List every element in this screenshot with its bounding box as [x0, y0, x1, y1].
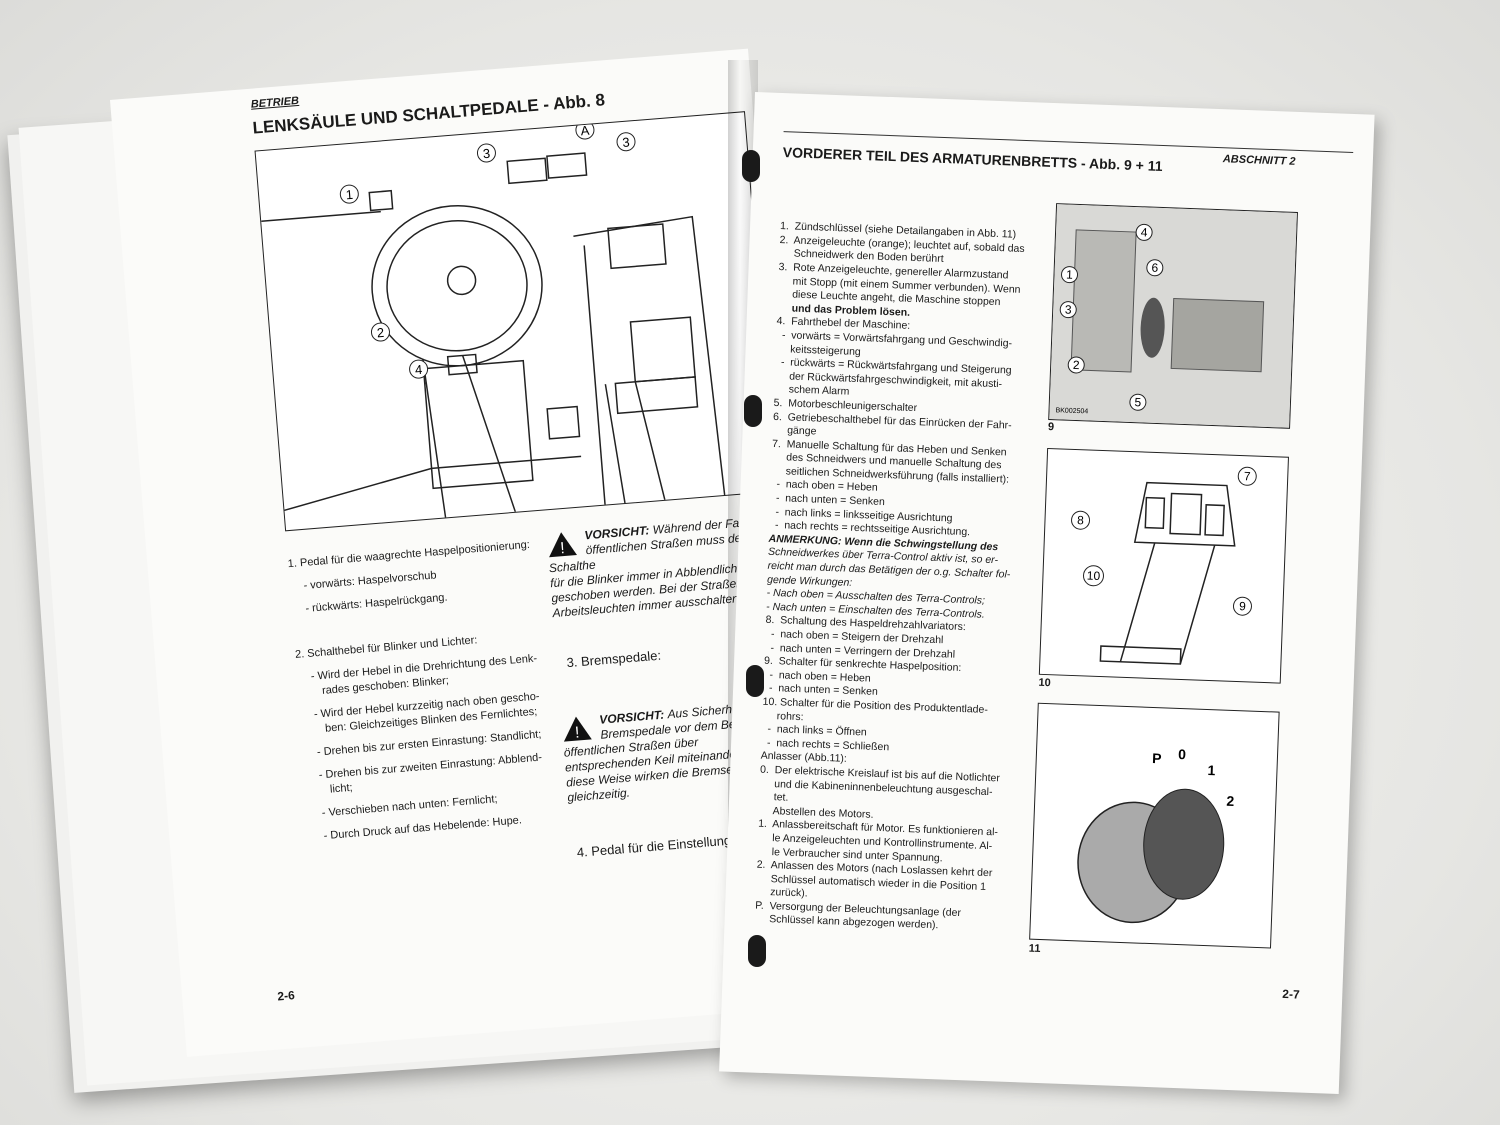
svg-text:6: 6 — [1151, 261, 1159, 275]
binder-hole — [742, 150, 760, 182]
callout-4: 4 — [414, 362, 422, 378]
svg-text:7: 7 — [1244, 469, 1252, 483]
left-page: BETRIEB LENKSÄULE UND SCHALTPEDALE - Abb… — [110, 48, 849, 1057]
warning-icon: ! — [563, 716, 592, 742]
callout-2: 2 — [376, 325, 384, 341]
svg-text:!: ! — [560, 540, 566, 557]
callout-1: 1 — [345, 187, 353, 203]
callout-3a: 3 — [482, 146, 490, 162]
svg-text:3: 3 — [1065, 303, 1073, 317]
svg-text:!: ! — [574, 724, 580, 741]
svg-text:8: 8 — [1077, 513, 1085, 527]
warning-icon: ! — [549, 532, 577, 557]
right-page: ABSCHNITT 2 VORDERER TEIL DES ARMATURENB… — [719, 92, 1375, 1095]
svg-text:BK002504: BK002504 — [1055, 407, 1088, 415]
figure-8: 1 2 3 3 4 A — [254, 111, 776, 532]
steering-column-diagram: 1 2 3 3 4 A — [261, 120, 726, 518]
brake-heading: 3. Bremspedale: — [565, 647, 662, 671]
svg-text:2: 2 — [1226, 793, 1235, 809]
fig-9-number: 9 — [1047, 420, 1055, 434]
page-number-right: 2-7 — [1282, 986, 1300, 1002]
svg-text:0: 0 — [1178, 746, 1187, 762]
svg-text:1: 1 — [1207, 762, 1216, 778]
svg-text:5: 5 — [1134, 395, 1142, 409]
right-text: 1. Zündschlüssel (siehe Detailangaben in… — [754, 220, 1025, 932]
figure-10: 7 8 9 10 — [1038, 447, 1289, 684]
svg-text:4: 4 — [1141, 225, 1149, 239]
figure-9: 1 2 3 4 5 6 BK002504 — [1048, 203, 1298, 429]
section-label-right: ABSCHNITT 2 — [1222, 153, 1296, 168]
binder-hole — [746, 665, 764, 697]
dashboard-photo-diagram: 1 2 3 4 5 6 BK002504 — [1049, 204, 1297, 428]
callout-A: A — [580, 123, 590, 139]
fig-10-number: 10 — [1038, 676, 1052, 690]
binder-hole — [748, 935, 766, 967]
warning-1: ! VORSICHT: Während der Fahrt öffentlich… — [546, 513, 787, 622]
svg-text:1: 1 — [1066, 268, 1074, 282]
svg-text:P: P — [1152, 750, 1162, 766]
right-title: VORDERER TEIL DES ARMATURENBRETTS - Abb.… — [782, 144, 1163, 174]
joystick-diagram: 7 8 9 10 — [1071, 466, 1257, 665]
svg-text:10: 10 — [1087, 568, 1101, 582]
page-number-left: 2-6 — [276, 988, 296, 1004]
figure-11: P 0 1 2 — [1029, 702, 1280, 949]
svg-text:9: 9 — [1239, 599, 1247, 613]
binder-hole — [744, 395, 762, 427]
svg-text:2: 2 — [1073, 358, 1081, 372]
left-list: 1. Pedal für die waagrechte Haspelpositi… — [287, 538, 543, 843]
warning-2: ! VORSICHT: Aus Sicherheitsgründen Brems… — [561, 697, 802, 806]
section-label: BETRIEB — [250, 94, 300, 111]
callout-3b: 3 — [622, 134, 630, 150]
ignition-switch-diagram: P 0 1 2 — [1077, 746, 1235, 924]
fig-11-number: 11 — [1028, 942, 1041, 956]
